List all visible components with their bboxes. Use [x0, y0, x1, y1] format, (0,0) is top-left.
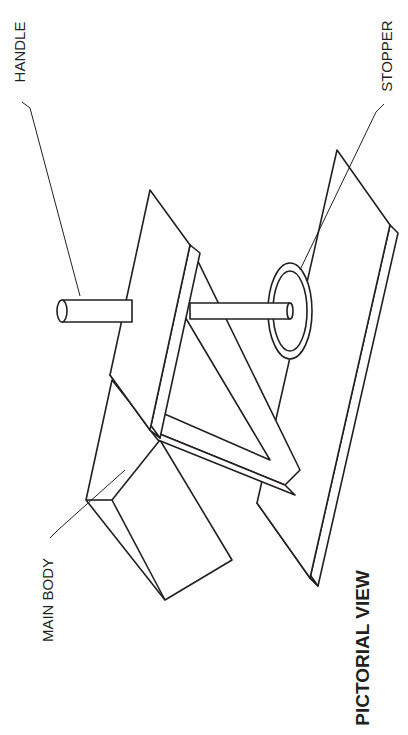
part-label: HANDLE: [12, 22, 27, 83]
leader-line: [22, 102, 80, 296]
part-label: MAIN BODY: [40, 558, 55, 642]
handle: [62, 300, 132, 322]
main-body-edge: [86, 499, 112, 501]
leader-line: [50, 470, 125, 538]
rod: [190, 303, 290, 319]
rod-end: [287, 303, 293, 319]
view-title: PICTORIAL VIEW: [353, 570, 372, 726]
base-plate: [257, 150, 390, 578]
main-body-edge: [112, 500, 165, 600]
part-label: STOPPER: [379, 20, 394, 91]
leader-line: [300, 104, 384, 270]
main-body-edge: [112, 440, 160, 500]
frame-edge: [150, 430, 295, 495]
handle-end: [57, 300, 67, 322]
